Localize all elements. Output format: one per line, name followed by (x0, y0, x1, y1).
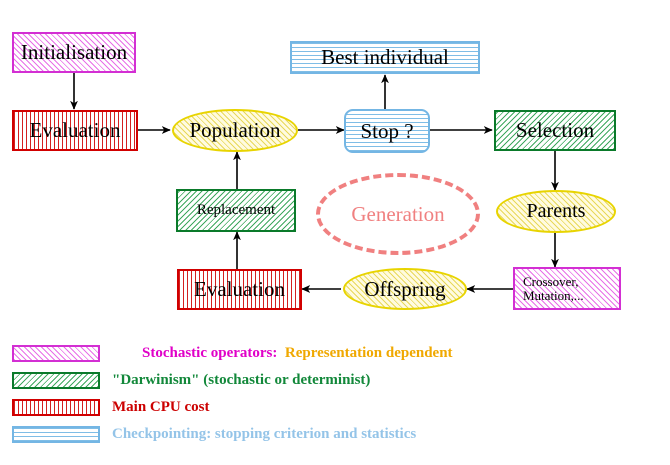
node-generation: Generation (316, 173, 480, 255)
legend-swatch-stochastic-operators-icon (12, 345, 100, 362)
node-evaluation-top-label: Evaluation (29, 118, 121, 143)
legend-label-darwinism: "Darwinism" (stochastic or determinist) (112, 372, 371, 388)
node-evaluation-bottom[interactable]: Evaluation (177, 269, 302, 310)
node-best-individual[interactable]: Best individual (290, 41, 480, 74)
node-generation-label: Generation (351, 201, 445, 226)
node-stop-label: Stop ? (360, 118, 414, 143)
node-stop[interactable]: Stop ? (344, 109, 430, 153)
legend-label-stochastic-operators: Stochastic operators: Representation dep… (112, 328, 453, 379)
node-initialisation[interactable]: Initialisation (12, 32, 136, 73)
node-best-individual-label: Best individual (321, 45, 449, 70)
node-evaluation-bottom-label: Evaluation (194, 277, 285, 302)
node-replacement[interactable]: Replacement (176, 189, 296, 232)
node-variation[interactable]: Crossover, Mutation,... (513, 267, 621, 310)
node-selection-label: Selection (515, 118, 595, 143)
node-parents[interactable]: Parents (496, 190, 616, 233)
legend-label-main-cpu-cost: Main CPU cost (112, 399, 210, 415)
legend-swatch-darwinism-icon (12, 372, 100, 389)
node-variation-label: Crossover, Mutation,... (523, 273, 584, 303)
node-parents-label: Parents (526, 200, 586, 222)
node-selection[interactable]: Selection (494, 110, 616, 151)
legend-swatch-checkpointing-icon (12, 426, 100, 443)
node-replacement-label: Replacement (196, 201, 276, 218)
node-initialisation-label: Initialisation (20, 40, 128, 65)
legend-label-stochastic-operators-secondary: Representation dependent (284, 345, 453, 361)
legend-label-stochastic-operators-primary: Stochastic operators: (142, 345, 278, 361)
node-evaluation-top[interactable]: Evaluation (12, 110, 138, 151)
node-population[interactable]: Population (172, 109, 298, 152)
legend-swatch-main-cpu-cost-icon (12, 399, 100, 416)
node-population-label: Population (189, 118, 281, 143)
legend-label-checkpointing: Checkpointing: stopping criterion and st… (112, 426, 417, 442)
legend-row: Main CPU cost (0, 394, 670, 421)
node-offspring[interactable]: Offspring (343, 268, 467, 310)
legend: Stochastic operators: Representation dep… (0, 340, 670, 448)
legend-row: Stochastic operators: Representation dep… (0, 340, 670, 367)
node-offspring-label: Offspring (364, 276, 446, 301)
legend-row: "Darwinism" (stochastic or determinist) (0, 367, 670, 394)
legend-row: Checkpointing: stopping criterion and st… (0, 421, 670, 448)
